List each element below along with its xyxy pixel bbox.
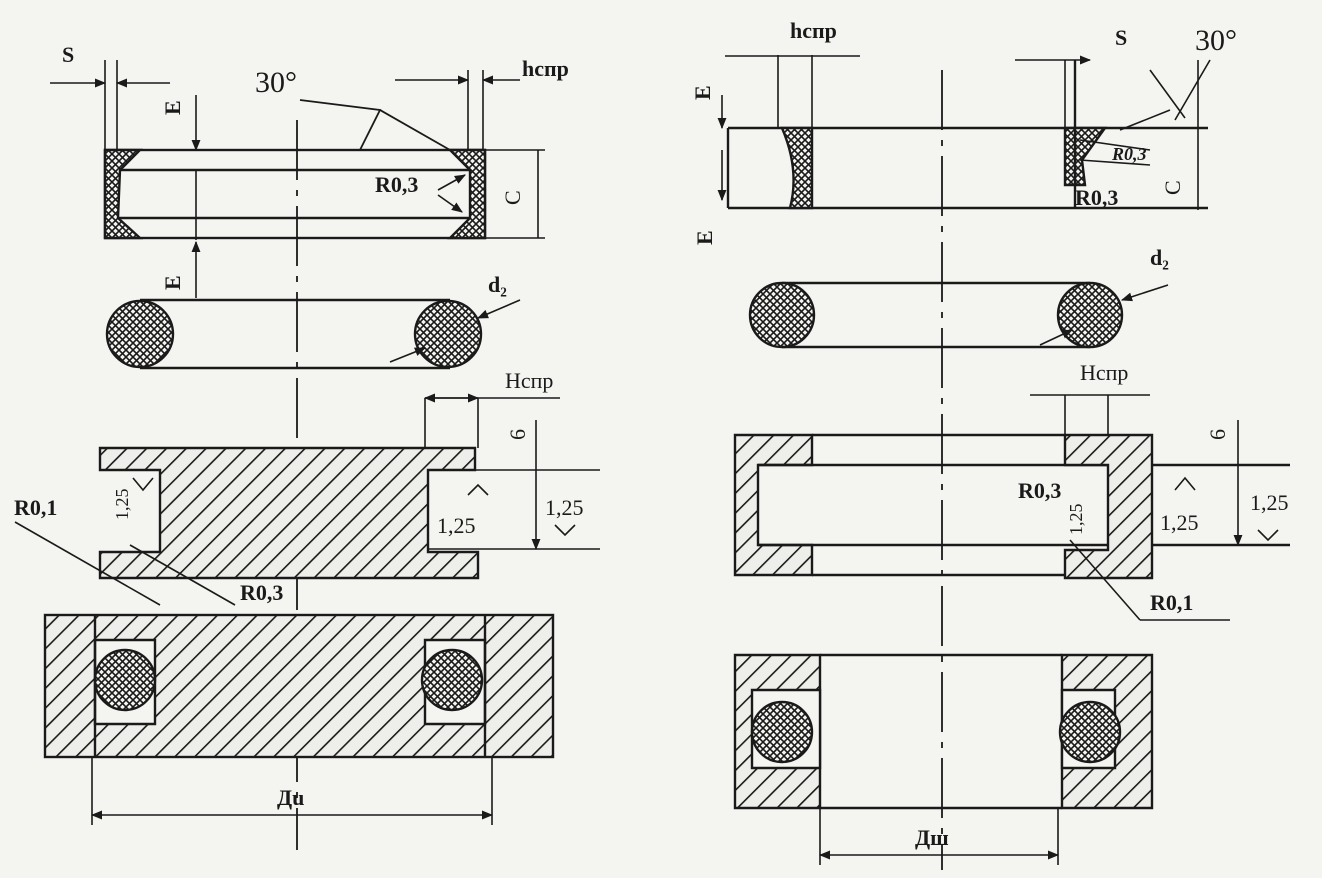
right-hspr-label: hспр (790, 18, 837, 43)
right-e-bottom-label: E (692, 230, 717, 245)
right-d2-label: d₂ (1150, 245, 1169, 270)
left-rsmall-label: R0,1 (14, 495, 57, 520)
left-e-bottom-label: E (160, 275, 185, 290)
left-rbottom-label: R0,3 (240, 580, 283, 605)
left-hbig-label: Hспр (505, 368, 553, 393)
right-hbig-label: Hспр (1080, 360, 1128, 385)
right-dim125-label: 1,25 (1250, 490, 1289, 515)
right-r-plain-label: R0,3 (1075, 185, 1118, 210)
right-s-label: S (1115, 25, 1127, 50)
left-hspr-label: hспр (522, 56, 569, 81)
right-b-label: 6 (1205, 429, 1230, 440)
left-backup-ring (103, 148, 487, 240)
left-e-top-label: E (160, 100, 185, 115)
left-v125-label: 1,25 (112, 489, 132, 521)
left-dim125-label: 1,25 (545, 495, 584, 520)
left-groove-section (98, 446, 480, 580)
left-h125-label: 1,25 (437, 513, 476, 538)
left-d2-label: d₂ (488, 272, 507, 297)
right-v125-label: 1,25 (1066, 504, 1086, 536)
left-b-label: 6 (505, 429, 530, 440)
right-h125-label: 1,25 (1160, 510, 1199, 535)
left-angle-label: 30° (255, 66, 297, 99)
right-rsmall-label: R0,1 (1150, 590, 1193, 615)
left-r-top-label: R0,3 (375, 172, 418, 197)
right-angle-label: 30° (1195, 24, 1237, 57)
right-o-ring (748, 281, 1124, 349)
left-assembly-section (43, 613, 555, 759)
left-du-label: Дu (277, 785, 304, 810)
right-backup-ring (726, 60, 1208, 210)
right-e-top-label: E (690, 85, 715, 100)
right-c-label: C (1160, 180, 1185, 195)
right-r-italic-label: R0,3 (1111, 144, 1147, 164)
right-groove-section (733, 433, 1290, 580)
left-s-label: S (62, 42, 74, 67)
right-rmid-label: R0,3 (1018, 478, 1061, 503)
left-c-label: C (500, 190, 525, 205)
left-o-ring (105, 298, 483, 370)
right-dsh-label: Дш (915, 825, 949, 850)
right-assembly-section (733, 653, 1154, 810)
